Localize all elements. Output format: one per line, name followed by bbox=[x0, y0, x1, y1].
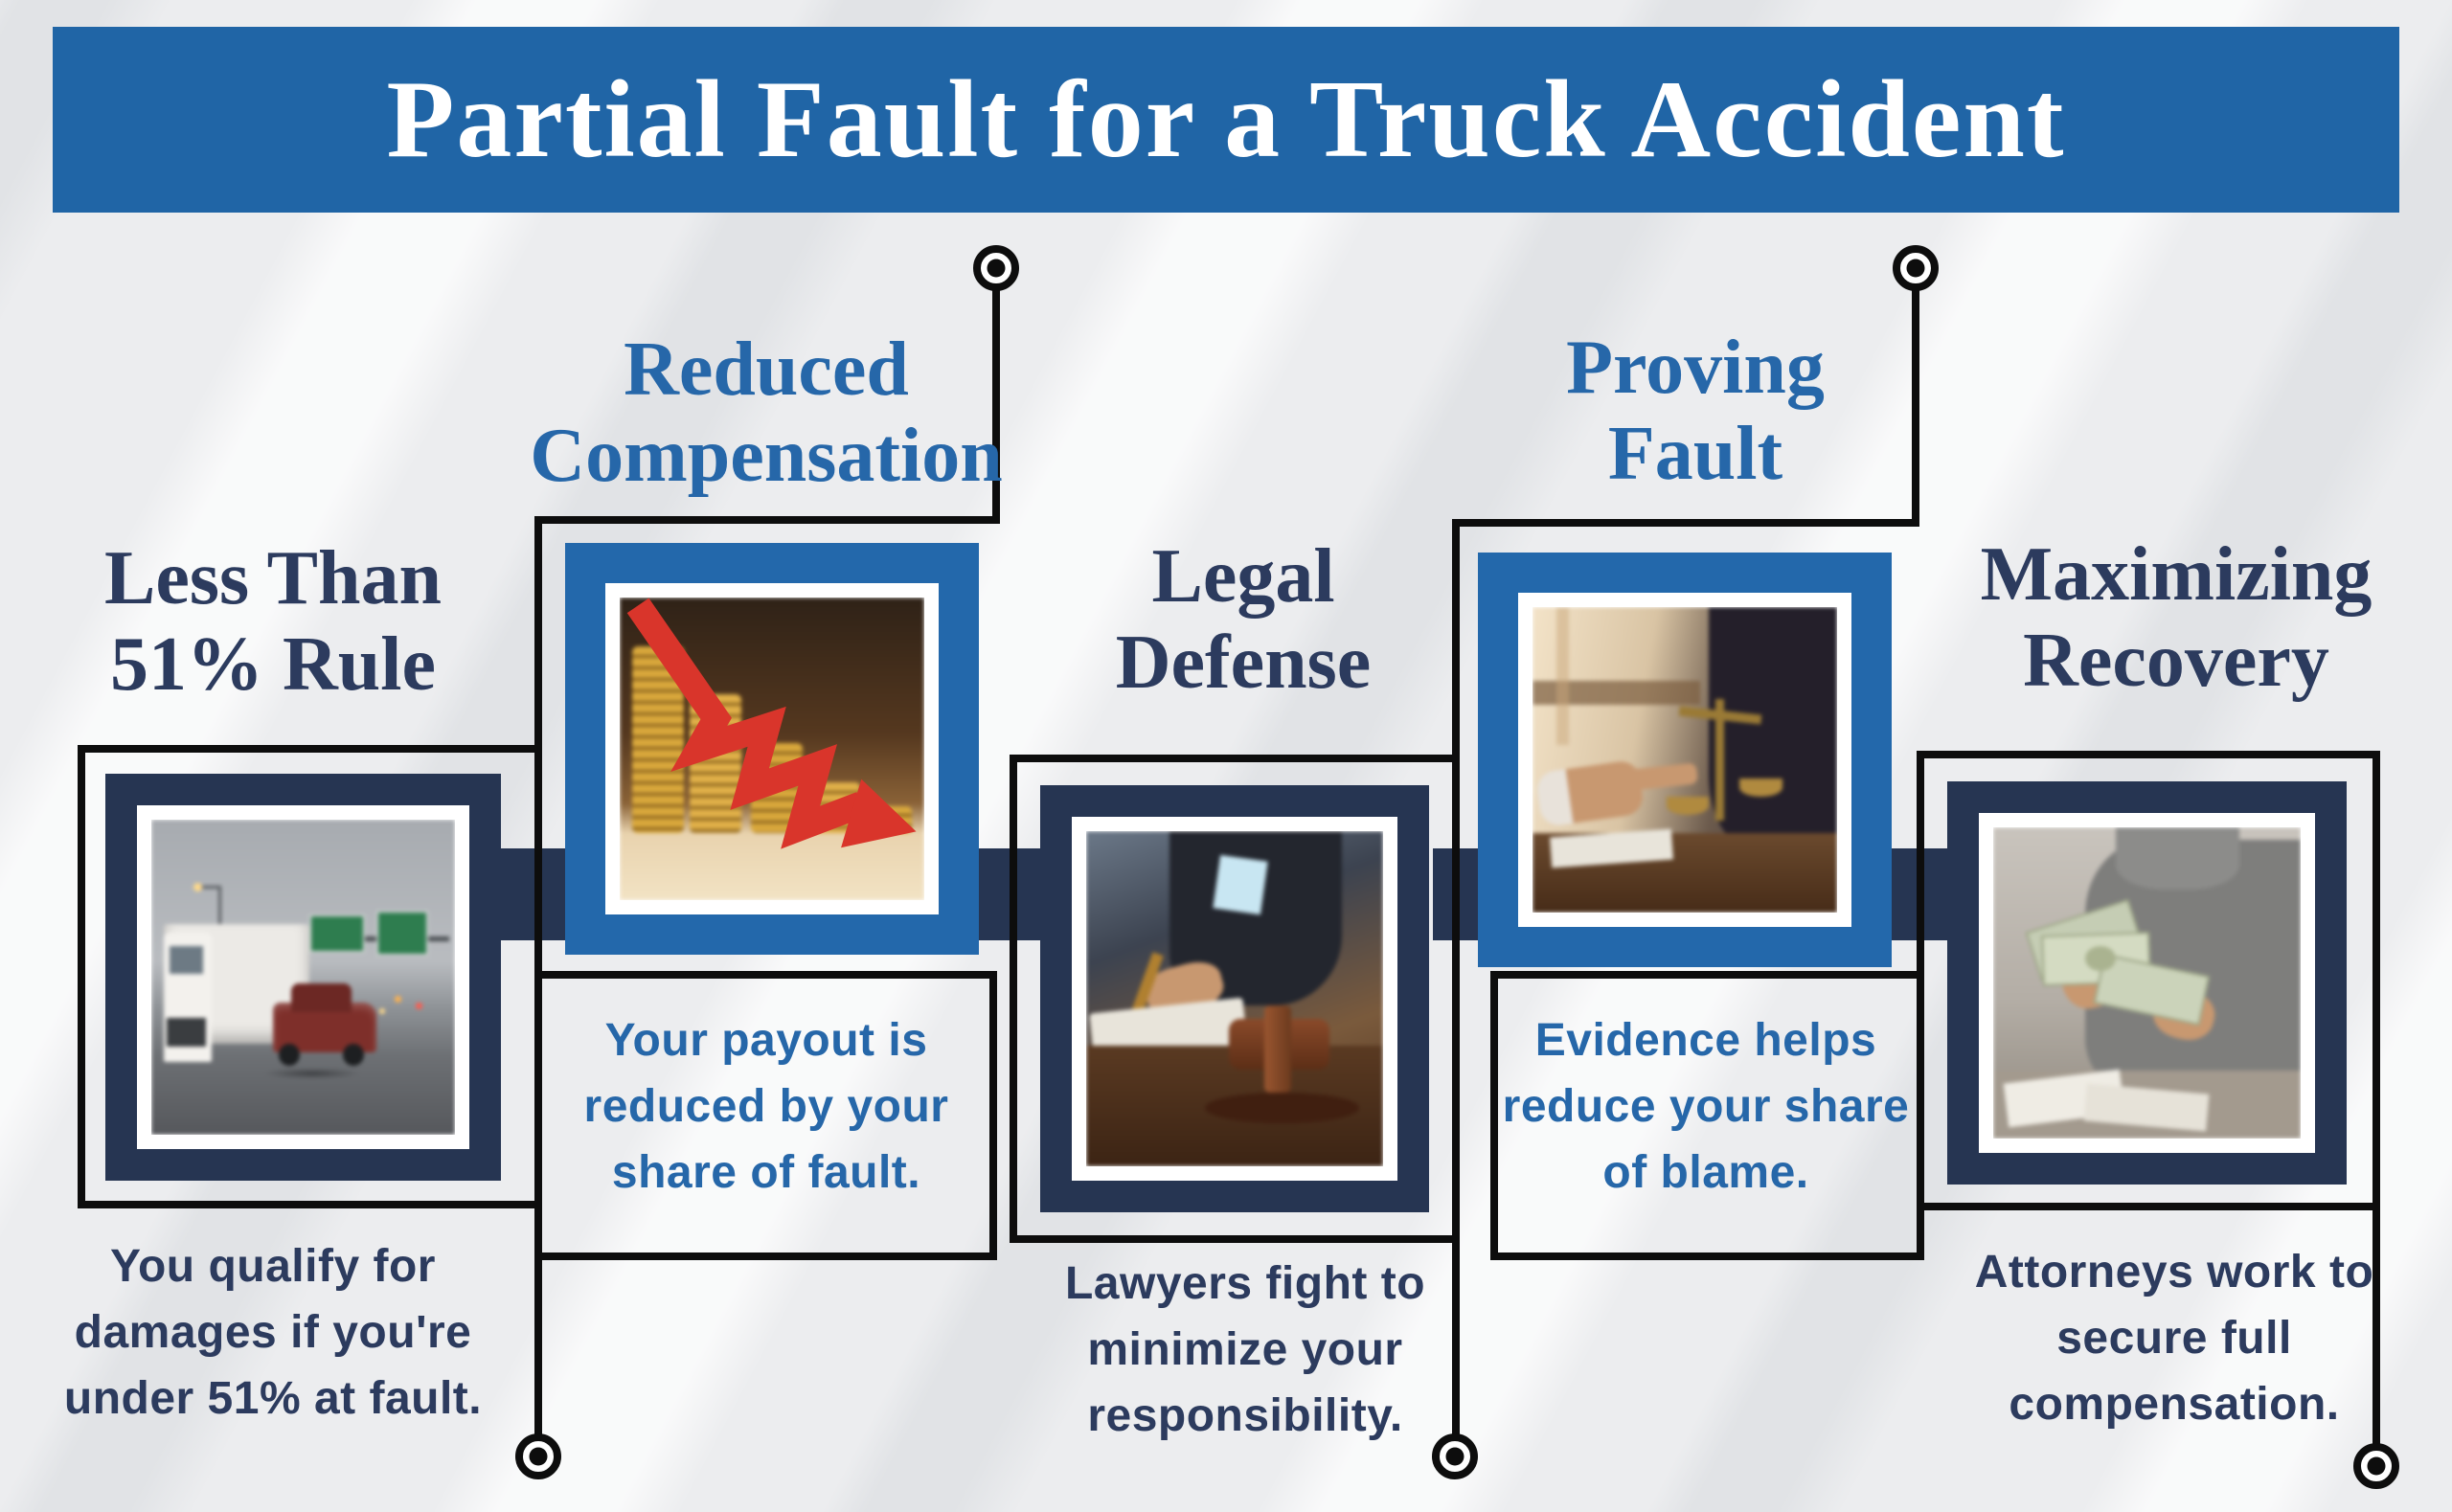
header-banner: Partial Fault for a Truck Accident bbox=[53, 27, 2399, 213]
counting-money-photo bbox=[1993, 827, 2301, 1139]
declining-coins-photo bbox=[620, 598, 924, 900]
section-caption-less-than-51-rule: You qualify for damages if you're under … bbox=[63, 1241, 483, 1425]
photo-mat bbox=[137, 805, 469, 1149]
declining-arrow-icon bbox=[626, 598, 917, 849]
photo-mat bbox=[1072, 817, 1397, 1181]
section-title-maximizing-recovery: Maximizing Recovery bbox=[1980, 532, 2373, 703]
frame-legal-defense bbox=[1040, 785, 1429, 1212]
section-caption-legal-defense: Lawyers fight to minimize your responsib… bbox=[1064, 1258, 1426, 1442]
section-title-less-than-51-rule: Less Than 51% Rule bbox=[103, 536, 443, 707]
frame-proving-fault bbox=[1478, 553, 1892, 967]
gavel-frame-outline bbox=[1010, 755, 1456, 1243]
section-caption-proving-fault: Evidence helps reduce your share of blam… bbox=[1502, 1015, 1910, 1199]
payout-caption-outline bbox=[534, 971, 997, 1260]
frame-reduced-compensation bbox=[565, 543, 979, 955]
photo-mat bbox=[1979, 813, 2315, 1153]
wire-middle-trunk bbox=[1452, 287, 1919, 1436]
section-title-reduced-compensation: Reduced Compensation bbox=[530, 327, 1003, 498]
page-title: Partial Fault for a Truck Accident bbox=[386, 57, 2066, 181]
section-title-legal-defense: Legal Defense bbox=[1115, 534, 1372, 705]
section-title-proving-fault: Proving Fault bbox=[1566, 326, 1825, 496]
gavel-contract-photo bbox=[1086, 831, 1383, 1166]
circuit-node-icon bbox=[515, 245, 2399, 1489]
section-caption-reduced-compensation: Your payout is reduced by your share of … bbox=[583, 1015, 949, 1199]
section-caption-maximizing-recovery: Attorneys work to secure full compensati… bbox=[1974, 1247, 2374, 1431]
evidence-discussion-photo bbox=[1532, 607, 1837, 913]
truck-accident-photo bbox=[151, 820, 455, 1135]
photo-mat bbox=[605, 583, 939, 914]
photo-mat bbox=[1518, 593, 1851, 927]
evidence-caption-outline bbox=[1490, 971, 1924, 1260]
frame-less-than-51-rule bbox=[105, 774, 501, 1181]
frame-maximizing-recovery bbox=[1947, 781, 2347, 1185]
